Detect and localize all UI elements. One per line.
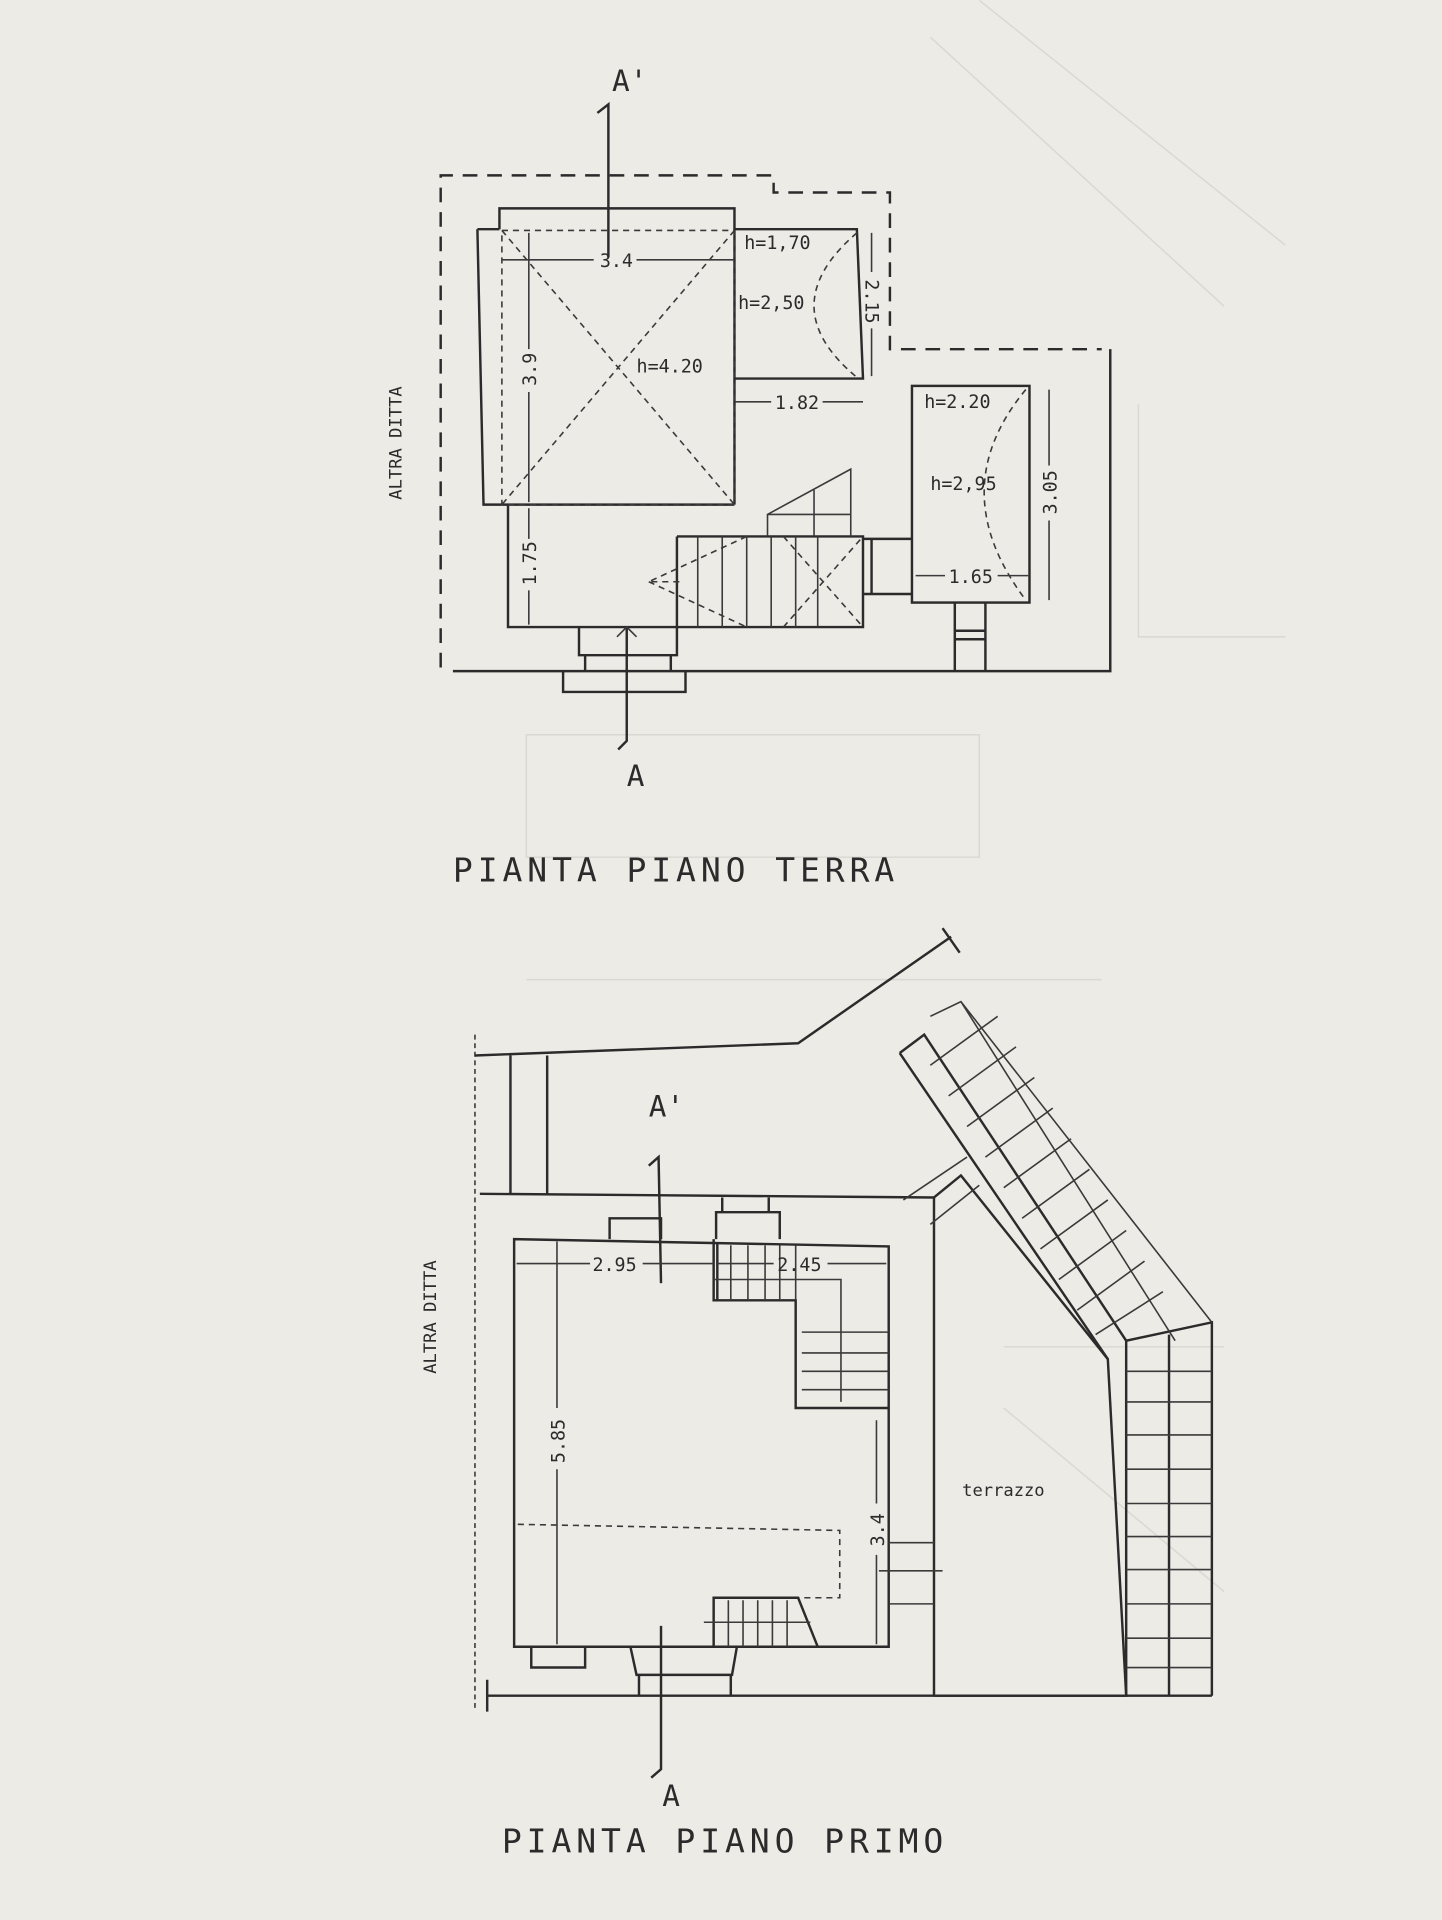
dim-height-main: 3.9 bbox=[520, 353, 541, 386]
section-label-a: A bbox=[662, 1779, 680, 1813]
dim-width-annex: 1.65 bbox=[949, 567, 993, 588]
height-label: h=2.20 bbox=[924, 392, 990, 413]
section-label-a-prime: A' bbox=[612, 64, 647, 98]
site-boundary bbox=[485, 1679, 1212, 1712]
height-label: h=2,95 bbox=[930, 474, 996, 495]
height-label: h=4.20 bbox=[637, 356, 703, 377]
terrace: terrazzo bbox=[878, 1000, 1214, 1697]
neighbor-label: ALTRA DITTA bbox=[421, 1260, 441, 1373]
height-label: h=2,50 bbox=[738, 293, 804, 314]
neighbor-label: ALTRA DITTA bbox=[387, 386, 407, 499]
ground-floor-title: PIANTA PIANO TERRA bbox=[453, 851, 899, 890]
dim-height-side: 2.15 bbox=[860, 279, 881, 323]
dim-width-right: 2.45 bbox=[777, 1255, 821, 1276]
first-floor-title: PIANTA PIANO PRIMO bbox=[502, 1821, 948, 1860]
section-label-a: A bbox=[627, 759, 645, 793]
main-room bbox=[476, 207, 736, 629]
street-outline bbox=[474, 927, 961, 1057]
dim-height-total: 5.85 bbox=[548, 1419, 569, 1463]
entrance-steps bbox=[561, 627, 687, 694]
section-line: A' A bbox=[647, 1090, 684, 1813]
bleed-through-ghost bbox=[525, 0, 1286, 1593]
dim-gap: 1.82 bbox=[775, 393, 819, 414]
staircase-upper bbox=[712, 1239, 889, 1410]
first-floor-plan: terrazzo A' A 2.95 2.45 5.85 3.4 ALTRA D… bbox=[421, 927, 1214, 1860]
dim-height-lower: 1.75 bbox=[520, 541, 541, 585]
section-line-bottom: A bbox=[616, 625, 645, 793]
section-label-a-prime: A' bbox=[649, 1090, 684, 1124]
dimension-lines: 3.4 3.9 1.75 2.15 1.82 3.05 1.65 bbox=[501, 232, 1061, 625]
height-label: h=1,70 bbox=[744, 233, 810, 254]
dim-height-annex: 3.05 bbox=[1040, 470, 1061, 514]
dim-width-left: 2.95 bbox=[592, 1255, 636, 1276]
staircase bbox=[648, 467, 865, 629]
dim-height-lower: 3.4 bbox=[868, 1513, 889, 1546]
main-room bbox=[512, 1197, 890, 1696]
terrace-label: terrazzo bbox=[962, 1481, 1044, 1501]
annex-room bbox=[862, 384, 1031, 672]
side-room bbox=[734, 227, 865, 380]
section-line-top: A' bbox=[596, 64, 647, 258]
property-boundary-dashed bbox=[439, 174, 1102, 668]
dimension-lines: 2.95 2.45 5.85 3.4 bbox=[516, 1241, 889, 1645]
dim-width-main: 3.4 bbox=[600, 251, 633, 272]
ground-floor-plan: A' A bbox=[387, 64, 1112, 890]
height-labels: h=1,70 h=2,50 h=4.20 h=2.20 h=2,95 bbox=[637, 233, 997, 495]
staircase-lower bbox=[703, 1596, 819, 1648]
